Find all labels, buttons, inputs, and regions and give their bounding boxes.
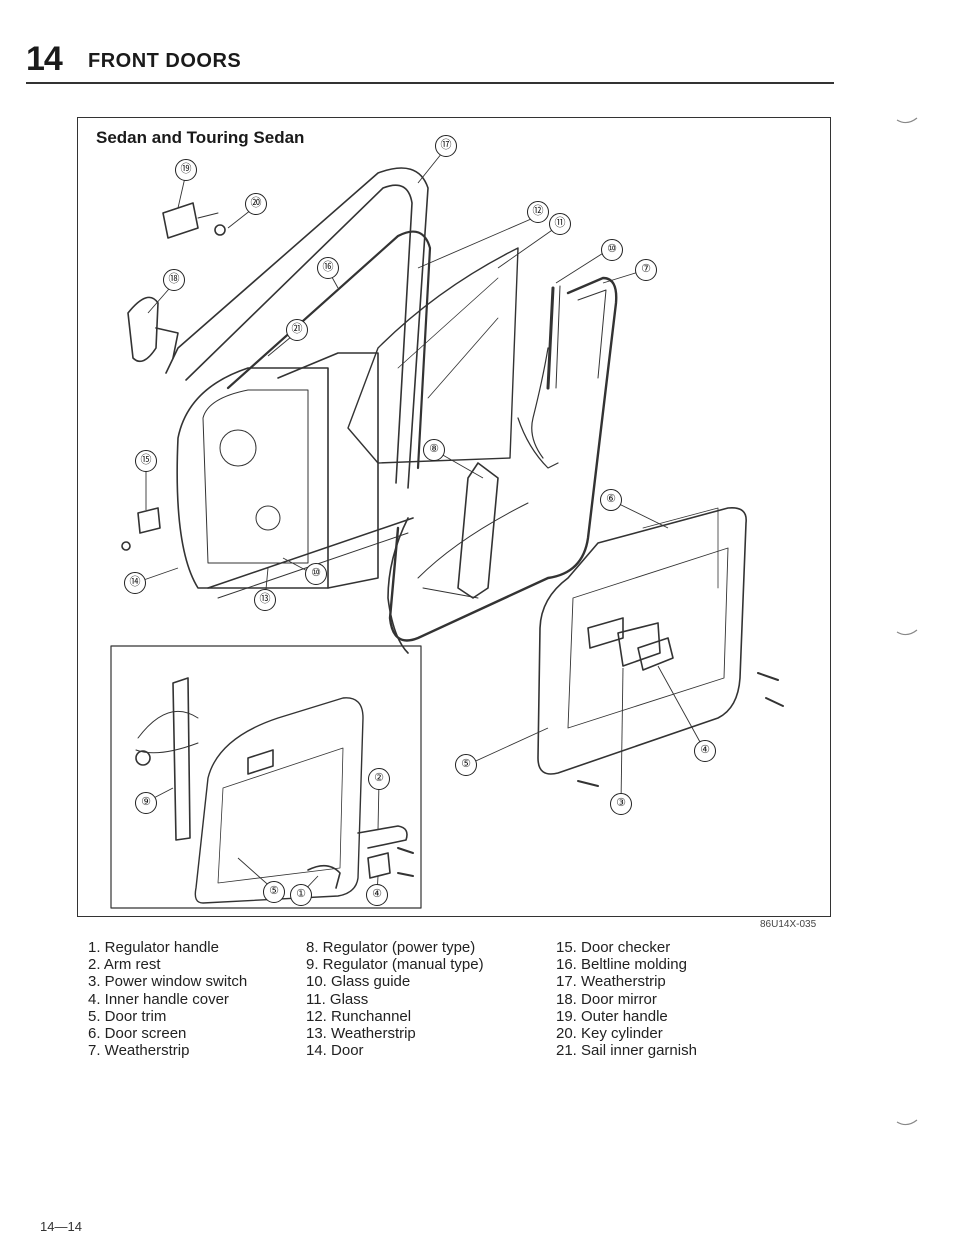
callout-1: ① bbox=[290, 884, 312, 906]
legend-item: 15. Door checker bbox=[556, 939, 671, 956]
section-title: FRONT DOORS bbox=[88, 50, 242, 72]
callout-9: ⑨ bbox=[135, 792, 157, 814]
callout-10-upper: ⑩ bbox=[601, 239, 623, 261]
legend-item: 18. Door mirror bbox=[556, 990, 657, 1008]
callout-20: ⑳ bbox=[245, 193, 267, 215]
legend-item: 5. Door trim bbox=[88, 1007, 167, 1025]
callout-8: ⑧ bbox=[423, 439, 445, 461]
callout-10-lower: ⑩ bbox=[305, 563, 327, 585]
section-number: 14 bbox=[26, 40, 63, 78]
legend-column-2: 8. Regulator (power type) 9. Regulator (… bbox=[306, 939, 484, 1059]
legend-item: 12. Runchannel bbox=[306, 1007, 412, 1025]
callout-18: ⑱ bbox=[163, 269, 185, 291]
legend-item: 20. Key cylinder bbox=[556, 1025, 663, 1043]
legend-column-3: 15. Door checker 16. Beltline molding 17… bbox=[556, 939, 697, 1059]
legend-item: 8. Regulator (power type) bbox=[306, 939, 476, 956]
callout-17: ⑰ bbox=[435, 135, 457, 157]
callout-2: ② bbox=[368, 768, 390, 790]
legend-item: 11. Glass bbox=[306, 990, 369, 1008]
callout-13: ⑬ bbox=[254, 589, 276, 611]
legend-item: 9. Regulator (manual type) bbox=[306, 956, 484, 974]
legend-item: 19. Outer handle bbox=[556, 1007, 668, 1025]
exploded-view-figure: Sedan and Touring Sedan ⑰ ⑲ ⑳ ⑫ ⑪ ⑩ ⑦ ⑯ … bbox=[77, 117, 831, 917]
margin-marks bbox=[896, 117, 918, 1126]
callout-16: ⑯ bbox=[317, 257, 339, 279]
callout-3: ③ bbox=[610, 793, 632, 815]
callout-5: ⑤ bbox=[455, 754, 477, 776]
page-header: 14 FRONT DOORS bbox=[26, 40, 834, 84]
legend-item: 16. Beltline molding bbox=[556, 956, 687, 974]
callout-14: ⑭ bbox=[124, 572, 146, 594]
header-rule bbox=[26, 82, 834, 84]
legend-column-1: 1. Regulator handle 2. Arm rest 3. Power… bbox=[88, 939, 247, 1059]
page-number: 14—14 bbox=[40, 1219, 82, 1234]
legend-item: 3. Power window switch bbox=[88, 973, 248, 991]
callout-4: ④ bbox=[694, 740, 716, 762]
legend-item: 1. Regulator handle bbox=[88, 939, 219, 956]
callout-11: ⑪ bbox=[549, 213, 571, 235]
callout-4-inset: ④ bbox=[366, 884, 388, 906]
legend-item: 7. Weatherstrip bbox=[88, 1042, 190, 1060]
legend-item: 4. Inner handle cover bbox=[88, 990, 229, 1008]
legend-item: 17. Weatherstrip bbox=[556, 973, 666, 991]
legend-item: 2. Arm rest bbox=[88, 956, 161, 974]
legend-item: 10. Glass guide bbox=[306, 973, 411, 991]
callout-5-inset: ⑤ bbox=[263, 881, 285, 903]
door-exploded-drawing bbox=[110, 147, 784, 909]
figure-code: 86U14X-035 bbox=[760, 919, 817, 930]
callout-19: ⑲ bbox=[175, 159, 197, 181]
legend-item: 14. Door bbox=[306, 1042, 364, 1060]
callout-21: ㉑ bbox=[286, 319, 308, 341]
legend-item: 13. Weatherstrip bbox=[306, 1025, 416, 1043]
legend-item: 21. Sail inner garnish bbox=[556, 1042, 697, 1060]
legend-item: 6. Door screen bbox=[88, 1025, 187, 1043]
callout-7: ⑦ bbox=[635, 259, 657, 281]
figure-subtitle: Sedan and Touring Sedan bbox=[96, 128, 305, 147]
callout-15: ⑮ bbox=[135, 450, 157, 472]
callout-6: ⑥ bbox=[600, 489, 622, 511]
callout-12: ⑫ bbox=[527, 201, 549, 223]
